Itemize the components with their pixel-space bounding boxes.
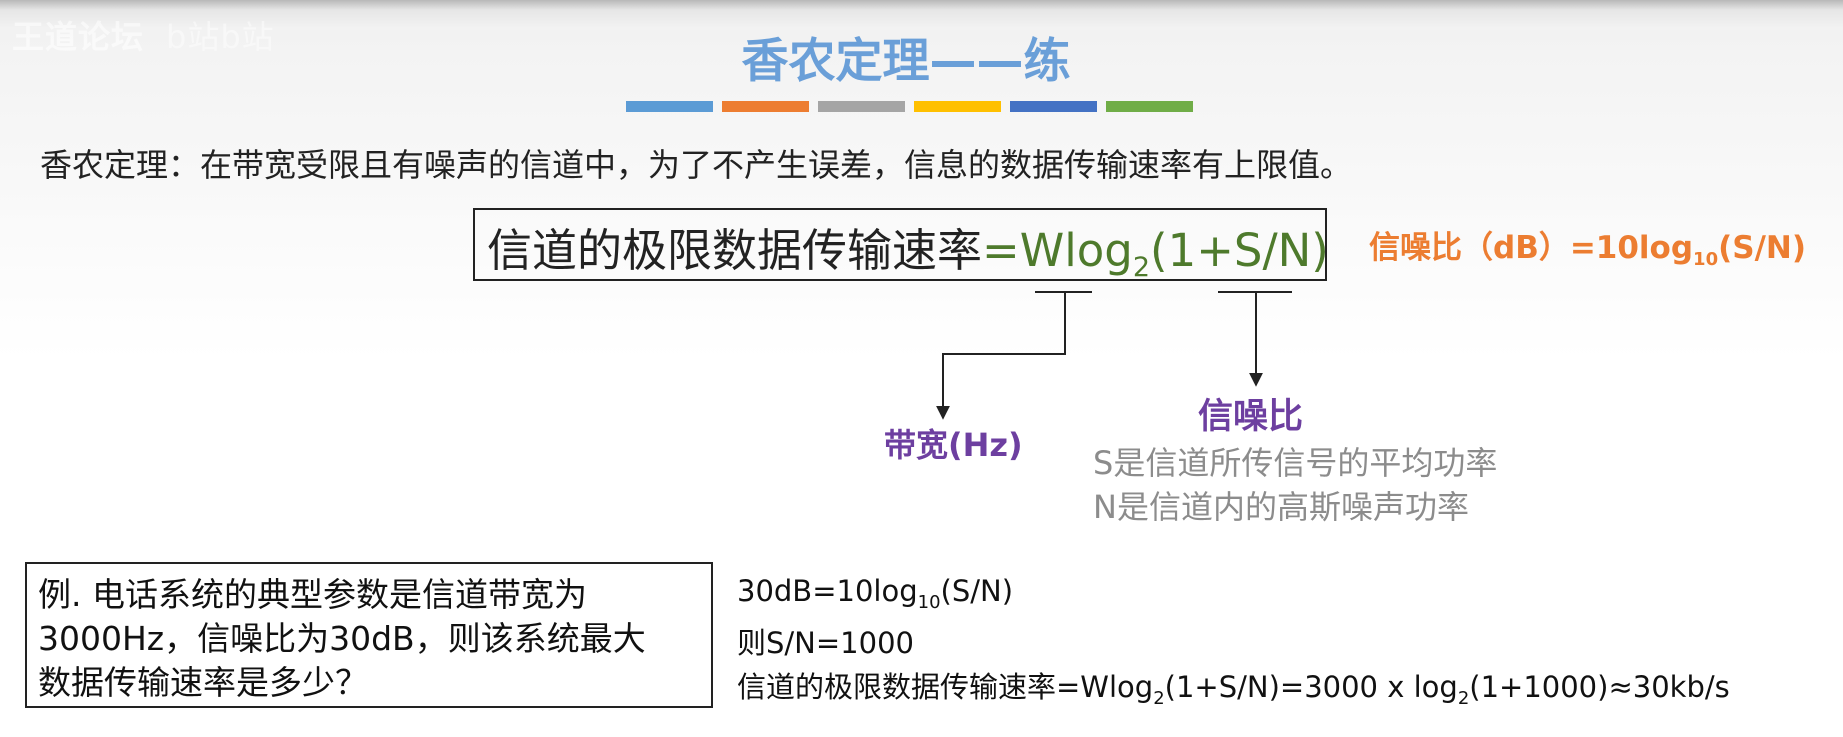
formula-eq: =Wlog xyxy=(982,224,1133,277)
snr-label: 信噪比 xyxy=(1198,397,1304,437)
slide-title: 香农定理——练 xyxy=(741,34,1071,89)
snr-connector xyxy=(1218,291,1292,387)
title-color-bar xyxy=(626,101,1193,112)
sol3-pre: 信道的极限数据传输速率=Wlog xyxy=(737,670,1154,704)
sol3-post: (1+1000)≈30kb/s xyxy=(1469,670,1730,704)
snr-db-formula: 信噪比（dB）=10log10(S/N) xyxy=(1369,222,1806,270)
solution-line-1: 30dB=10log10(S/N) xyxy=(737,574,1013,613)
example-line-3: 数据传输速率是多少？ xyxy=(38,663,368,702)
color-bar-segment xyxy=(818,101,905,112)
snr-desc-noise: N是信道内的高斯噪声功率 xyxy=(1093,488,1469,526)
color-bar-segment xyxy=(722,101,809,112)
sol1-sub: 10 xyxy=(917,591,941,613)
watermark: 王道论坛 b站b站 xyxy=(12,12,275,58)
snr-formula-post: (S/N) xyxy=(1718,230,1807,266)
sol1-post: (S/N) xyxy=(940,574,1014,608)
sol3-sub1: 2 xyxy=(1153,687,1165,709)
solution-line-3: 信道的极限数据传输速率=Wlog2(1+S/N)=3000 x log2(1+1… xyxy=(737,664,1730,709)
formula-tail: (1+S/N) xyxy=(1150,224,1329,277)
bandwidth-connector xyxy=(936,291,1092,420)
shannon-formula: 信道的极限数据传输速率=Wlog2(1+S/N) xyxy=(487,214,1329,283)
watermark-faint: b站b站 xyxy=(166,18,275,56)
example-line-1: 例. 电话系统的典型参数是信道带宽为 xyxy=(38,575,587,614)
watermark-site: 王道论坛 xyxy=(12,18,145,56)
shannon-definition: 香农定理：在带宽受限且有噪声的信道中，为了不产生误差，信息的数据传输速率有上限值… xyxy=(40,146,1353,184)
sol3-sub2: 2 xyxy=(1457,687,1470,709)
solution-line-2: 则S/N=1000 xyxy=(737,626,914,660)
example-box xyxy=(25,562,713,708)
sol3-mid: (1+S/N)=3000 x log xyxy=(1164,670,1458,704)
formula-expression: =Wlog2(1+S/N) xyxy=(982,224,1329,283)
color-bar-segment xyxy=(1010,101,1097,112)
formula-prefix: 信道的极限数据传输速率 xyxy=(487,224,983,277)
example-line-2: 3000Hz，信噪比为30dB，则该系统最大 xyxy=(38,619,646,658)
sol1-pre: 30dB=10log xyxy=(737,574,918,608)
color-bar-segment xyxy=(1106,101,1193,112)
snr-formula-sub: 10 xyxy=(1693,249,1719,271)
formula-box xyxy=(473,208,1327,281)
formula-sub: 2 xyxy=(1132,252,1151,283)
color-bar-segment xyxy=(914,101,1001,112)
bandwidth-label: 带宽(Hz) xyxy=(884,426,1023,464)
snr-desc-signal: S是信道所传信号的平均功率 xyxy=(1093,444,1498,482)
color-bar-segment xyxy=(626,101,713,112)
snr-formula-pre: 信噪比（dB）=10log xyxy=(1369,230,1694,266)
